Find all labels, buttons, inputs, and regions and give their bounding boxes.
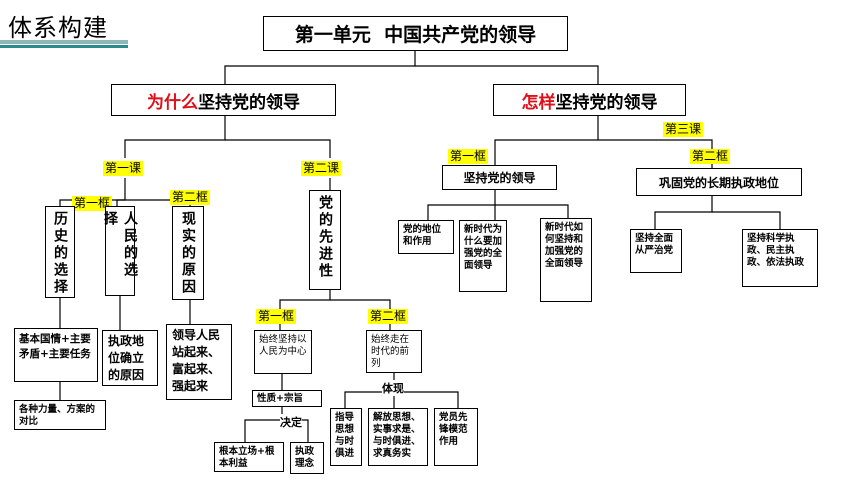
forefront-label: 始终走在时代的前列 — [371, 334, 410, 369]
nature-purpose-box: 性质+宗旨 — [252, 390, 322, 407]
status-role-box: 党的地位和作用 — [398, 220, 454, 254]
root-label: 第一单元 中国共产党的领导 — [294, 24, 537, 46]
embodies-label: 体现 — [382, 380, 404, 396]
scientific-ruling-label: 坚持科学执政、民主执政、依法执政 — [747, 233, 805, 268]
uphold-leadership-label: 坚持党的领导 — [463, 171, 536, 185]
party-member-label: 党员先锋模范作用 — [439, 412, 468, 447]
real-reason-box: 现实的原因 — [172, 206, 204, 300]
header-underline-light — [0, 40, 128, 44]
why-l1-frame-1-tag: 第一框 — [72, 196, 113, 211]
forefront-box: 始终走在时代的前列 — [366, 330, 422, 373]
nature-purpose-label: 性质+宗旨 — [257, 393, 303, 404]
ruling-status-box: 执政地位确立的原因 — [102, 330, 158, 386]
lesson-1-tag: 第一课 — [103, 161, 144, 176]
forces-compare-label: 各种力量、方案的对比 — [19, 404, 96, 427]
section-title: 体系构建 — [8, 14, 108, 42]
basic-conditions-label: 基本国情+主要矛盾+主要任务 — [19, 333, 91, 360]
people-choice-box: 人民的选择 — [102, 206, 138, 296]
uphold-leadership-box: 坚持党的领导 — [442, 165, 557, 190]
root-node: 第一单元 中国共产党的领导 — [263, 16, 568, 51]
why-strengthen-label: 新时代为什么要加强党的全面领导 — [464, 224, 503, 271]
how-label: 坚持党的领导 — [555, 92, 658, 113]
header-underline-dark — [0, 45, 128, 48]
how-strengthen-box: 新时代如何坚持和加强党的全面领导 — [540, 218, 592, 302]
section-header: 体系构建 — [0, 0, 128, 50]
ruling-concept-label: 执政理念 — [295, 446, 315, 469]
scientific-ruling-box: 坚持科学执政、民主执政、依法执政 — [742, 229, 818, 287]
why-label: 坚持党的领导 — [198, 92, 300, 113]
why-node: 为什么坚持党的领导 — [111, 84, 336, 116]
real-reason-label: 现实的原因 — [180, 211, 196, 296]
how-frame-1-tag: 第一框 — [448, 149, 489, 164]
lead-people-label: 领导人民站起来、富起来、强起来 — [172, 328, 221, 393]
why-red-label: 为什么 — [147, 92, 198, 113]
why-strengthen-box: 新时代为什么要加强党的全面领导 — [459, 220, 507, 292]
lead-people-box: 领导人民站起来、富起来、强起来 — [166, 324, 232, 400]
basic-conditions-box: 基本国情+主要矛盾+主要任务 — [14, 328, 98, 382]
history-choice-box: 历史的选择 — [45, 206, 75, 298]
strict-governance-box: 坚持全面从严治党 — [630, 229, 682, 273]
consolidate-ruling-box: 巩固党的长期执政地位 — [636, 168, 802, 196]
fundamental-label: 根本立场+根本利益 — [219, 446, 275, 469]
guiding-thought-box: 指导思想与时俱进 — [330, 408, 362, 466]
lesson-3-tag: 第三课 — [663, 122, 704, 137]
how-red-label: 怎样 — [521, 92, 556, 113]
party-member-box: 党员先锋模范作用 — [434, 408, 478, 466]
strict-governance-label: 坚持全面从严治党 — [635, 233, 674, 256]
ruling-concept-box: 执政理念 — [290, 442, 324, 474]
emancipate-mind-box: 解放思想、实事求是、与时俱进、求真务实 — [368, 408, 428, 466]
emancipate-mind-label: 解放思想、实事求是、与时俱进、求真务实 — [373, 412, 421, 459]
lesson-2-tag: 第二课 — [301, 161, 342, 176]
decides-label: 决定 — [280, 414, 302, 430]
guiding-thought-label: 指导思想与时俱进 — [335, 412, 355, 459]
history-choice-label: 历史的选择 — [52, 211, 68, 296]
why-l2-frame-1-tag: 第一框 — [256, 309, 297, 324]
party-advanced-label: 党的先进性 — [317, 195, 333, 280]
party-advanced-box: 党的先进性 — [309, 190, 341, 290]
people-choice-label: 人民的选择 — [102, 211, 138, 279]
forces-compare-box: 各种力量、方案的对比 — [14, 400, 106, 430]
fundamental-box: 根本立场+根本利益 — [214, 442, 284, 472]
why-l1-frame-2-tag: 第二框 — [170, 190, 211, 205]
consolidate-ruling-label: 巩固党的长期执政地位 — [658, 175, 779, 190]
status-role-label: 党的地位和作用 — [403, 224, 442, 247]
how-strengthen-label: 新时代如何坚持和加强党的全面领导 — [545, 222, 584, 269]
why-l2-frame-2-tag: 第二框 — [368, 309, 409, 324]
people-centered-box: 始终坚持以人民为中心 — [254, 330, 312, 374]
ruling-status-label: 执政地位确立的原因 — [108, 334, 145, 382]
how-node: 怎样坚持党的领导 — [493, 84, 686, 116]
people-centered-label: 始终坚持以人民为中心 — [259, 334, 307, 357]
how-frame-2-tag: 第二框 — [690, 149, 731, 164]
